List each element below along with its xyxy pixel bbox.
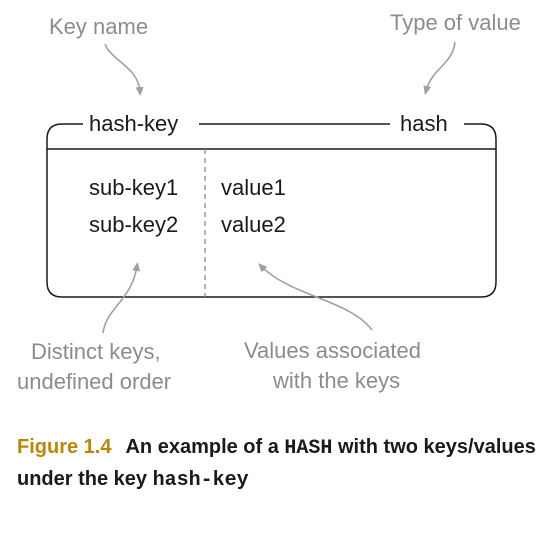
- distinct-keys-annotation: Distinct keys,: [31, 339, 161, 364]
- sub-key-cell: sub-key1: [89, 175, 178, 200]
- type-of-value-arrow: [423, 41, 456, 95]
- hash-type-label: hash: [400, 111, 448, 136]
- key-name-annotation: Key name: [49, 14, 148, 39]
- caption-code-hash: HASH: [284, 437, 333, 460]
- with-the-keys-annotation: with the keys: [272, 368, 400, 393]
- caption-text: An example of a: [125, 436, 285, 458]
- value-cell: value1: [221, 175, 286, 200]
- distinct-keys-arrow: [102, 262, 141, 334]
- undefined-order-annotation: undefined order: [17, 369, 171, 394]
- type-of-value-annotation: Type of value: [390, 10, 521, 35]
- hash-box-frame: [46, 123, 497, 298]
- figure-caption: Figure 1.4 An example of a HASH with two …: [17, 432, 537, 496]
- value-cell: value2: [221, 212, 286, 237]
- key-name-arrow: [104, 43, 144, 96]
- sub-key-cell: sub-key2: [89, 212, 178, 237]
- hash-key-label: hash-key: [89, 111, 178, 136]
- caption-code-hash-key: hash-key: [152, 469, 249, 492]
- values-associated-annotation: Values associated: [244, 338, 421, 363]
- values-associated-arrow: [258, 263, 373, 331]
- caption-text: with two keys/values under the key: [17, 436, 536, 490]
- figure-label: Figure 1.4: [17, 436, 112, 458]
